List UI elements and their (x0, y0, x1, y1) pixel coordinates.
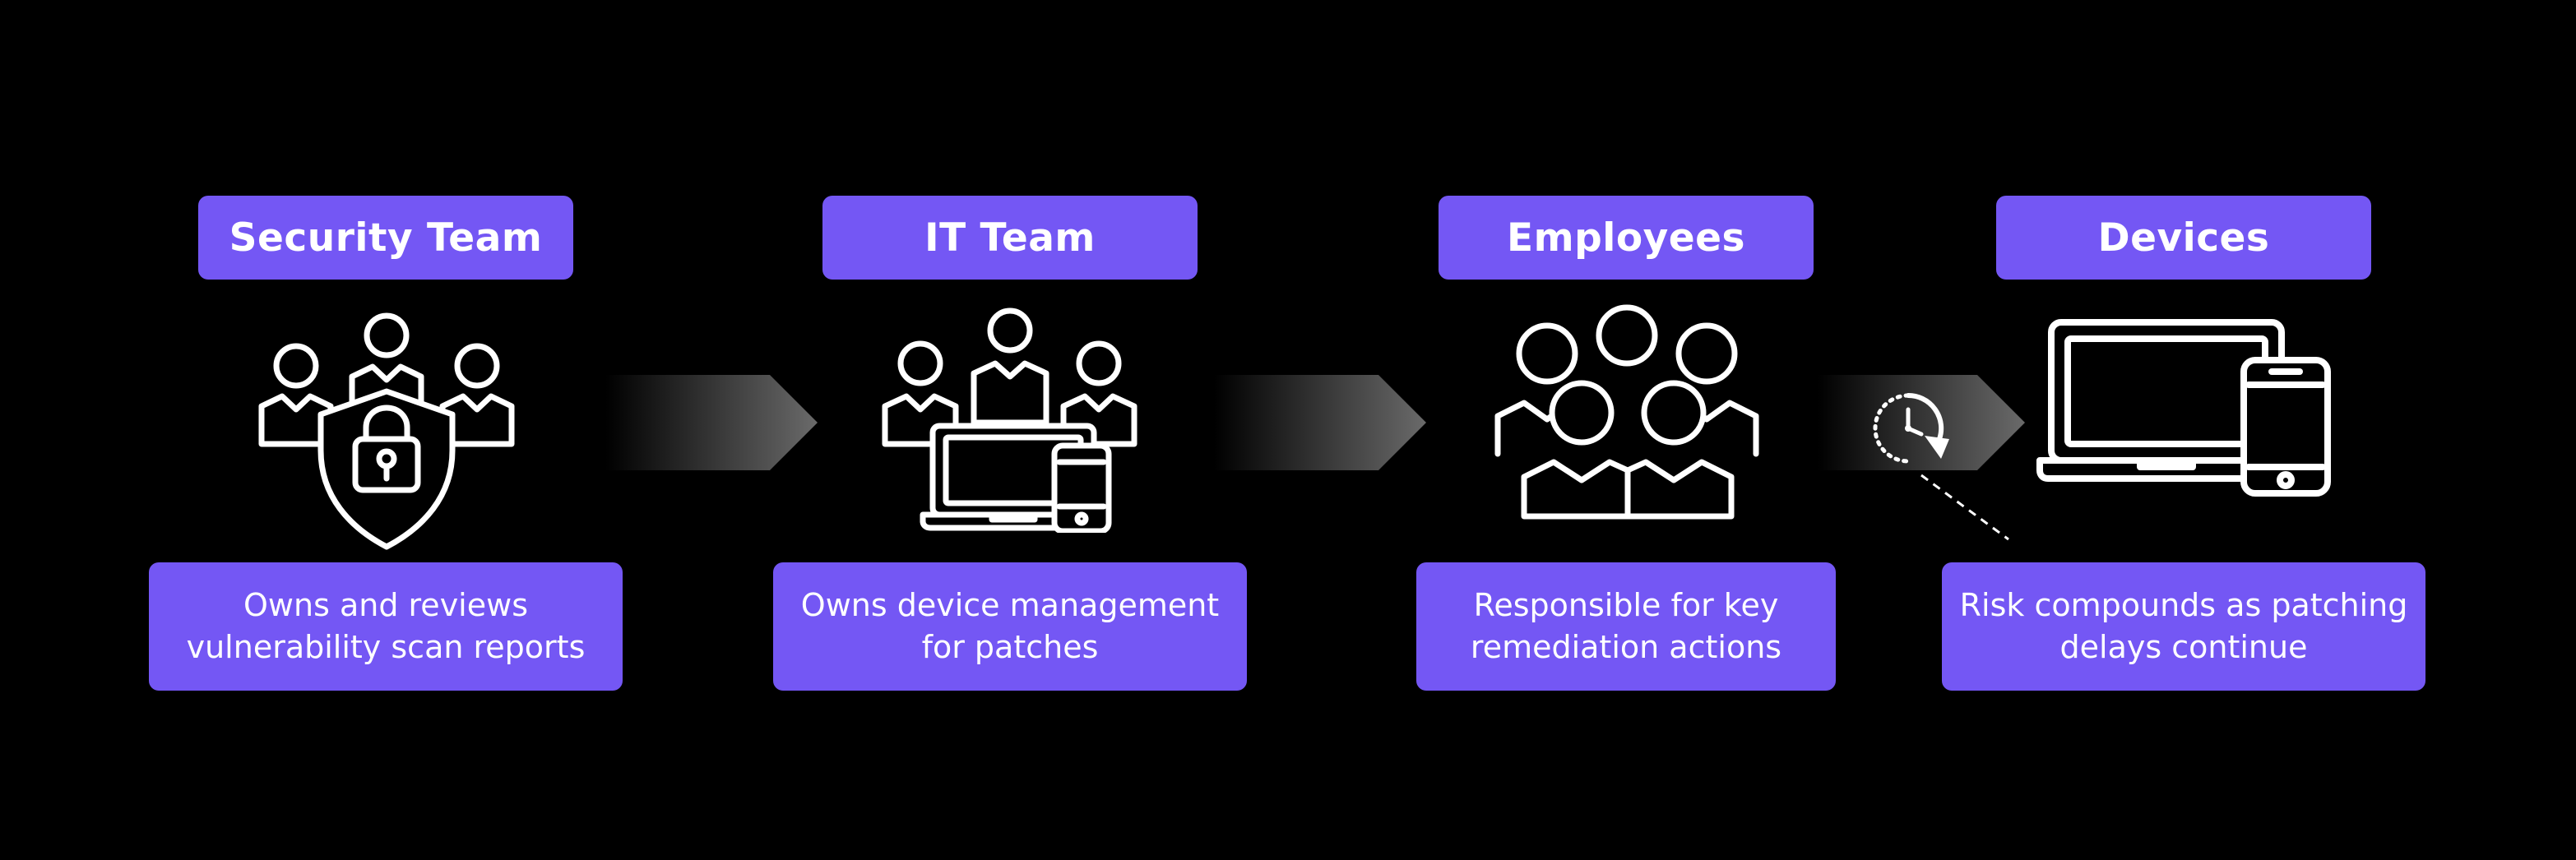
clock-delay-arrow-icon (1818, 375, 2025, 470)
dashed-connector-line (1920, 474, 2009, 541)
stage-description-security-team: Owns and reviews vulnerability scan repo… (149, 562, 623, 691)
security-team-shield-lock-icon (258, 312, 515, 550)
stage-title-devices: Devices (1996, 196, 2371, 280)
stage-title-employees: Employees (1439, 196, 1814, 280)
stage-description-it-team: Owns device management for patches (773, 562, 1247, 691)
it-team-devices-icon (882, 307, 1137, 533)
stage-description-employees: Responsible for key remediation actions (1416, 562, 1836, 691)
laptop-phone-icon (2036, 319, 2331, 497)
gradient-arrow-icon (1214, 375, 1426, 470)
employees-group-icon (1494, 304, 1759, 520)
stage-description-devices: Risk compounds as patching delays contin… (1942, 562, 2425, 691)
stage-title-it-team: IT Team (822, 196, 1198, 280)
stage-title-security-team: Security Team (198, 196, 573, 280)
gradient-arrow-icon (605, 375, 818, 470)
